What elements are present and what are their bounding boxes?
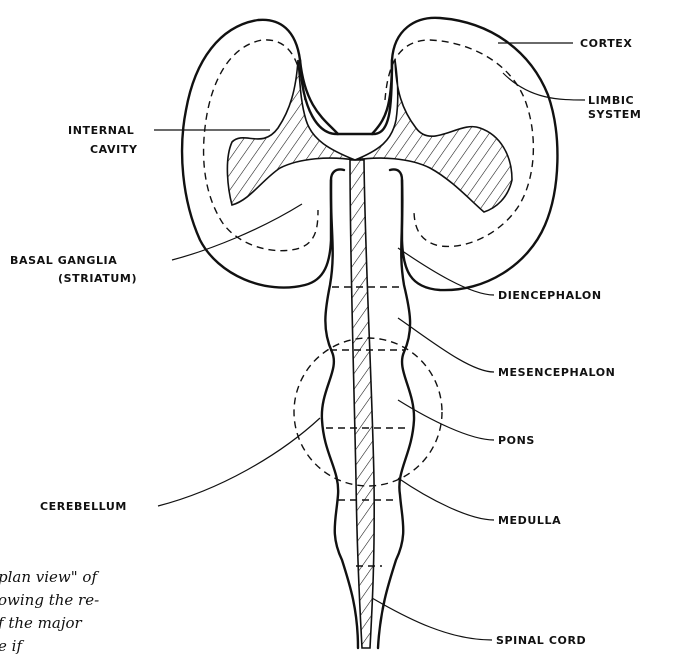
central-canal [350, 160, 374, 648]
caption-line1: plan view" of [0, 568, 99, 586]
label-internal-line2: CAVITY [90, 143, 138, 156]
label-diencephalon: DIENCEPHALON [498, 289, 602, 302]
caption-line3: f the major [0, 614, 83, 632]
label-limbic-line1: LIMBIC [588, 94, 634, 107]
label-cerebellum: CEREBELLUM [40, 500, 127, 513]
label-basal-line1: BASAL GANGLIA [10, 254, 117, 267]
label-basal-line2: (STRIATUM) [58, 272, 137, 285]
right-ventricle-cavity [355, 60, 512, 212]
label-spinal-cord: SPINAL CORD [496, 634, 586, 647]
label-cortex: CORTEX [580, 37, 633, 50]
label-medulla: MEDULLA [498, 514, 561, 527]
caption-line2: owing the re- [0, 591, 99, 609]
label-internal-line1: INTERNAL [68, 124, 134, 137]
caption-line4: e if [0, 637, 24, 655]
brainstem-right-wall [378, 180, 414, 648]
label-mesencephalon: MESENCEPHALON [498, 366, 615, 379]
hemisphere-bridge [300, 60, 392, 134]
label-pons: PONS [498, 434, 535, 447]
label-limbic-line2: SYSTEM [588, 108, 641, 121]
